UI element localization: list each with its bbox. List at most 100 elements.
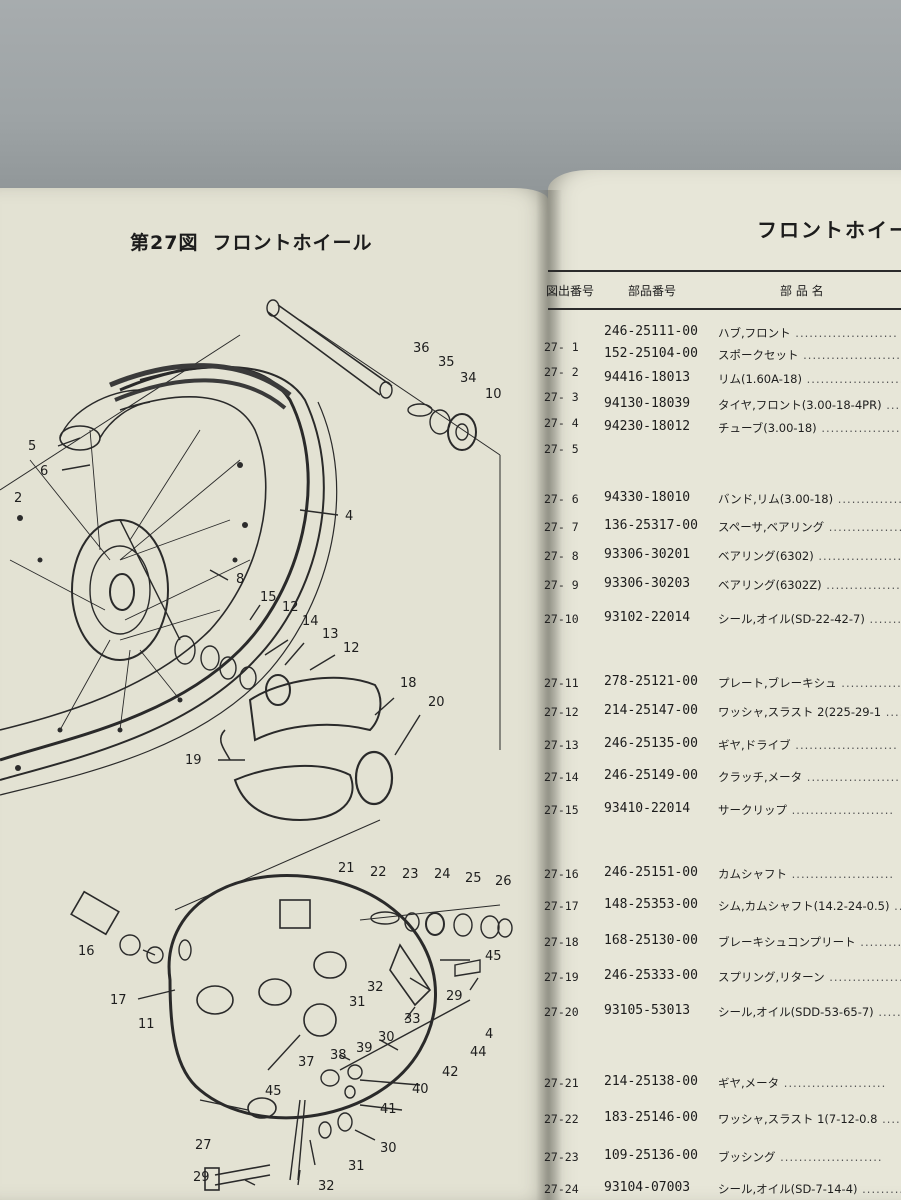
- table-row: 27-23 109-25136-00 ブッシング: [544, 1148, 901, 1168]
- figure-ref: 27-24: [544, 1182, 579, 1196]
- callout-number: 13: [322, 627, 339, 642]
- callout-number: 20: [428, 695, 445, 710]
- figure-ref: 27-13: [544, 738, 579, 752]
- callout-number: 26: [495, 874, 512, 889]
- callout-number: 4: [485, 1027, 494, 1042]
- figure-ref: 27-17: [544, 899, 579, 913]
- callout-number: 8: [236, 572, 245, 587]
- part-name: ギヤ,メータ: [718, 1075, 886, 1091]
- part-number: 246-25333-00: [604, 968, 698, 983]
- part-number: 278-25121-00: [604, 674, 698, 689]
- part-number: 94130-18039: [604, 396, 691, 411]
- part-number: 109-25136-00: [604, 1148, 698, 1163]
- part-name: シール,オイル(SD-7-14-4): [718, 1181, 901, 1197]
- callout-number: 27: [195, 1138, 212, 1153]
- callout-number: 10: [485, 387, 502, 402]
- callout-number: 40: [412, 1082, 429, 1097]
- callout-number: 22: [370, 865, 387, 880]
- figure-ref: 27- 3: [544, 390, 579, 404]
- page-title: フロントホイー: [757, 218, 901, 242]
- figure-ref: 27- 6: [544, 492, 579, 506]
- callout-number: 36: [413, 341, 430, 356]
- part-name: カムシャフト: [718, 866, 894, 882]
- callout-number: 32: [367, 980, 384, 995]
- figure-ref: 27-12: [544, 705, 579, 719]
- callout-number: 14: [302, 614, 319, 629]
- part-name: シール,オイル(SD-22-42-7): [718, 611, 901, 627]
- callout-number: 33: [404, 1012, 421, 1027]
- callout-number: 32: [318, 1179, 335, 1194]
- callout-number: 2: [14, 491, 23, 506]
- part-number: 214-25147-00: [604, 703, 698, 718]
- callout-number: 6: [40, 464, 49, 479]
- callout-number: 39: [356, 1041, 373, 1056]
- table-row: 27- 2: [544, 363, 901, 383]
- callout-number: 15: [260, 590, 277, 605]
- figure-title-text: フロントホイール: [212, 232, 373, 254]
- part-number: 214-25138-00: [604, 1074, 698, 1089]
- part-name: サークリップ: [718, 802, 894, 818]
- callout-number: 21: [338, 861, 355, 876]
- part-number: 93410-22014: [604, 801, 691, 816]
- part-name: ワッシャ,スラスト 1(7-12-0.8: [718, 1111, 901, 1127]
- figure-ref: 27- 1: [544, 340, 579, 354]
- part-name: リム(1.60A-18): [718, 371, 901, 387]
- callout-number: 29: [193, 1170, 210, 1185]
- callout-number: 12: [343, 641, 360, 656]
- figure-ref: 27- 8: [544, 549, 579, 563]
- callout-number: 42: [442, 1065, 459, 1080]
- callout-number: 37: [298, 1055, 315, 1070]
- part-number: 246-25135-00: [604, 736, 698, 751]
- figure-ref: 27-14: [544, 770, 579, 784]
- part-number: 136-25317-00: [604, 518, 698, 533]
- figure-ref: 27-10: [544, 612, 579, 626]
- table-row: 27- 4: [544, 414, 901, 434]
- part-name: ワッシャ,スラスト 2(225-29-1: [718, 704, 901, 720]
- part-name: チューブ(3.00-18): [718, 420, 901, 436]
- callout-number: 16: [78, 944, 95, 959]
- table-row: 27- 1: [544, 338, 901, 358]
- callout-number: 35: [438, 355, 455, 370]
- part-name: ブッシング: [718, 1149, 883, 1165]
- part-name: プレート,ブレーキシュ: [718, 675, 901, 691]
- figure-ref: 27-22: [544, 1112, 579, 1126]
- part-name: シール,オイル(SDD-53-65-7): [718, 1004, 901, 1020]
- part-number: 93102-22014: [604, 610, 691, 625]
- figure-ref: 27- 7: [544, 520, 579, 534]
- exploded-parts-diagram: [0, 299, 513, 1191]
- callout-number: 19: [185, 753, 202, 768]
- part-name: バンド,リム(3.00-18): [718, 491, 901, 507]
- part-number: 246-25151-00: [604, 865, 698, 880]
- callout-number: 45: [485, 949, 502, 964]
- table-row: 27- 5: [544, 440, 901, 460]
- part-name: ブレーキシュコンプリート: [718, 934, 901, 950]
- callout-number: 30: [380, 1141, 397, 1156]
- part-name: ベアリング(6302): [718, 548, 901, 564]
- callout-number: 17: [110, 993, 127, 1008]
- part-number: 93104-07003: [604, 1180, 691, 1195]
- callout-number: 41: [380, 1102, 397, 1117]
- callout-number: 45: [265, 1084, 282, 1099]
- part-number: 152-25104-00: [604, 346, 698, 361]
- part-number: 168-25130-00: [604, 933, 698, 948]
- figure-ref: 27-23: [544, 1150, 579, 1164]
- figure-ref: 27- 5: [544, 442, 579, 456]
- callout-number: 31: [349, 995, 366, 1010]
- callout-number: 30: [378, 1030, 395, 1045]
- table-row: 27-10 93102-22014 シール,オイル(SD-22-42-7): [544, 610, 901, 630]
- book-gutter: [536, 190, 562, 1200]
- column-header-name: 部 品 名: [780, 284, 824, 298]
